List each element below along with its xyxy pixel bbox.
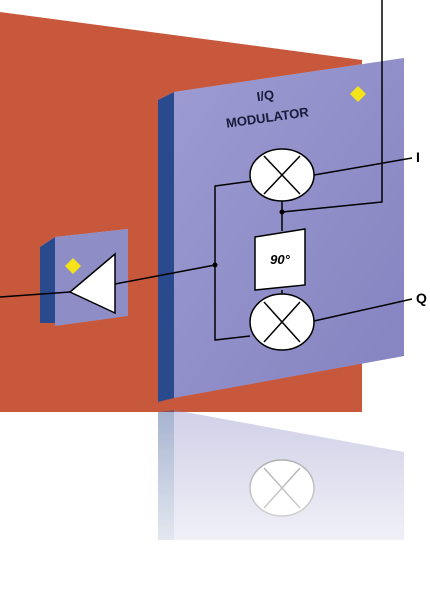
i-output-wire (313, 157, 413, 176)
mixer-i (249, 148, 315, 202)
amp-side-face (40, 237, 55, 323)
amp-to-splitter-wire (114, 264, 216, 285)
splitter-junction-dot (212, 262, 218, 268)
q-output-wire (313, 298, 413, 322)
input-wire (0, 291, 71, 298)
amplifier-block (40, 229, 128, 326)
phase-shifter: 90° (254, 228, 306, 291)
output-q-label: Q (416, 290, 427, 306)
signal-wires (0, 0, 413, 341)
output-i-label: I (416, 149, 420, 165)
yellow-diamond-icon (65, 258, 81, 274)
splitter-to-top-mixer-wire (214, 180, 253, 265)
lo-junction-dot (279, 209, 285, 215)
splitter-to-bottom-mixer-wire (214, 265, 251, 341)
reflection-block-side (158, 410, 174, 540)
phase-shifter-box (254, 228, 306, 291)
phase-shift-label: 90° (270, 252, 290, 267)
yellow-diamond-icon (350, 86, 366, 102)
lo-input-wire (281, 0, 383, 213)
mixer-q (249, 293, 315, 351)
block-title-line1: I/Q (256, 87, 275, 104)
block-side-face (158, 92, 174, 402)
floor-reflection (158, 410, 404, 540)
